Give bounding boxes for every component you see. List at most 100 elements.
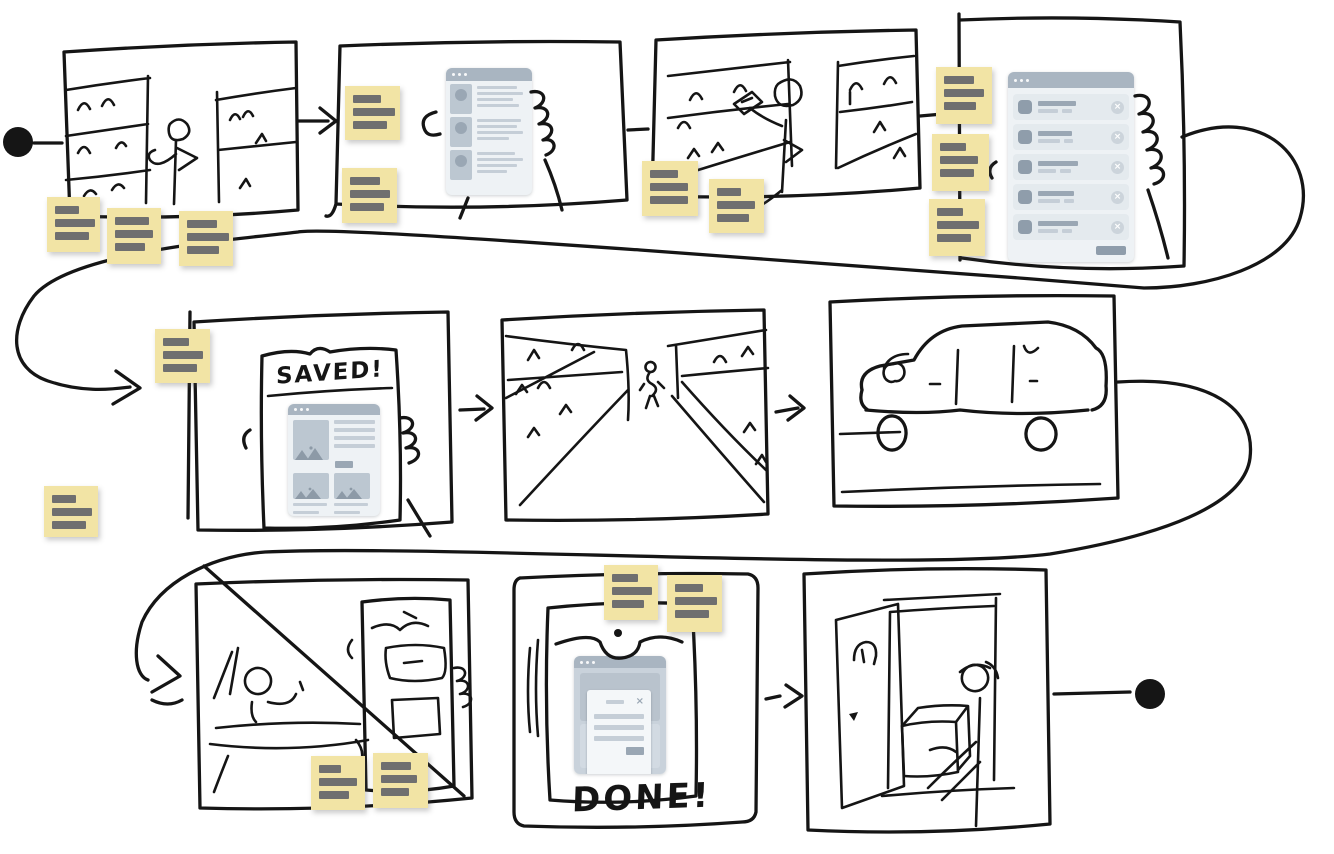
item-text-lines [1038,161,1105,173]
list-item[interactable]: × [1013,124,1129,150]
item-thumbnail-icon [1018,160,1032,174]
frame-car[interactable] [828,293,1120,508]
sticky-note[interactable] [44,486,98,537]
window-titlebar [446,68,532,81]
window-titlebar [1008,72,1134,88]
contact-list [446,84,532,180]
item-thumbnail-icon [1018,220,1032,234]
window-dot-icon [452,73,455,76]
window-dot-icon [306,408,309,411]
arrow-1 [296,106,338,135]
image-placeholder [293,473,329,499]
small-button[interactable] [335,461,353,468]
avatar [450,117,472,147]
mock-article[interactable] [288,404,380,516]
window-dot-icon [592,660,595,664]
sticky-note[interactable] [107,208,161,264]
item-text-lines [1038,101,1105,113]
item-text-lines [1038,131,1105,143]
close-icon[interactable]: × [1111,130,1124,144]
window-titlebar [574,656,666,668]
sticky-note[interactable] [667,575,722,632]
saved-items-list: × × × [1008,94,1134,240]
avatar [450,150,472,180]
mountain-icon [295,487,321,499]
avatar [450,84,472,114]
sticky-note[interactable] [47,197,100,252]
saved-label: SAVED! [275,356,385,390]
window-dot-icon [300,408,303,411]
sticky-note[interactable] [345,86,400,140]
window-dot-icon [464,73,467,76]
contact-row[interactable] [450,117,528,147]
window-dot-icon [458,73,461,76]
sticky-note[interactable] [709,179,764,233]
dialog-button[interactable] [626,747,644,755]
mock-contact-list[interactable] [446,68,532,195]
contact-row[interactable] [450,150,528,180]
close-icon[interactable]: × [1111,190,1124,204]
sticky-note[interactable] [936,67,992,124]
sticky-note[interactable] [342,168,397,223]
arrow-3 [774,394,806,422]
mock-app-list[interactable]: × × × [1008,72,1134,262]
mountain-icon [336,487,362,499]
contact-text-lines [477,150,528,180]
box-sketch [900,704,972,778]
item-thumbnail-icon [1018,130,1032,144]
door-sketch [834,592,1002,810]
arrow-2 [458,394,494,422]
contact-text-lines [477,117,528,147]
sticky-note[interactable] [932,134,989,191]
arrow-4 [764,683,804,709]
sticky-note[interactable] [929,199,985,256]
start-node[interactable] [3,127,64,157]
person-delivery [880,660,1016,828]
sticky-note[interactable] [179,211,233,266]
contact-row[interactable] [450,84,528,114]
item-text-lines [1038,191,1105,203]
sticky-note[interactable] [604,565,658,620]
primary-button[interactable] [1096,246,1126,255]
mountain-icon [295,446,323,460]
contact-text-lines [477,84,528,114]
list-item[interactable]: × [1013,184,1129,210]
close-icon[interactable]: × [1111,100,1124,114]
window-titlebar [288,404,380,415]
sticky-note[interactable] [642,161,698,216]
window-dot-icon [1020,78,1023,82]
window-dot-icon [1014,78,1017,82]
person-shopper [147,118,199,206]
sticky-note[interactable] [311,756,365,810]
image-placeholder [334,473,370,499]
frame-store-aisle[interactable] [62,40,300,219]
dialog[interactable]: × [587,690,651,774]
car-sketch [859,320,1108,452]
item-thumbnail-icon [1018,190,1032,204]
close-icon[interactable]: × [1111,220,1124,234]
close-icon[interactable]: × [635,696,644,707]
list-item[interactable]: × [1013,94,1129,120]
connector-dash-1 [626,127,650,132]
list-item[interactable]: × [1013,214,1129,240]
article-text-lines [334,420,375,460]
sticky-note[interactable] [373,753,428,808]
sticky-note[interactable] [155,329,210,383]
frame-delivery[interactable] [802,567,1052,834]
item-text-lines [1038,221,1105,233]
dialog-text-lines [594,714,644,741]
window-dot-icon [294,408,297,411]
frame-walk-aisle[interactable] [500,308,770,523]
mock-modal[interactable]: × [574,656,666,774]
done-label: DONE! [571,775,712,821]
window-dot-icon [1026,78,1029,82]
end-node[interactable] [1052,679,1165,709]
image-placeholder [293,420,329,460]
window-dot-icon [586,660,589,664]
close-icon[interactable]: × [1111,160,1124,174]
person-walking [638,360,666,410]
item-thumbnail-icon [1018,100,1032,114]
list-item[interactable]: × [1013,154,1129,180]
dialog-title-line [606,700,624,704]
